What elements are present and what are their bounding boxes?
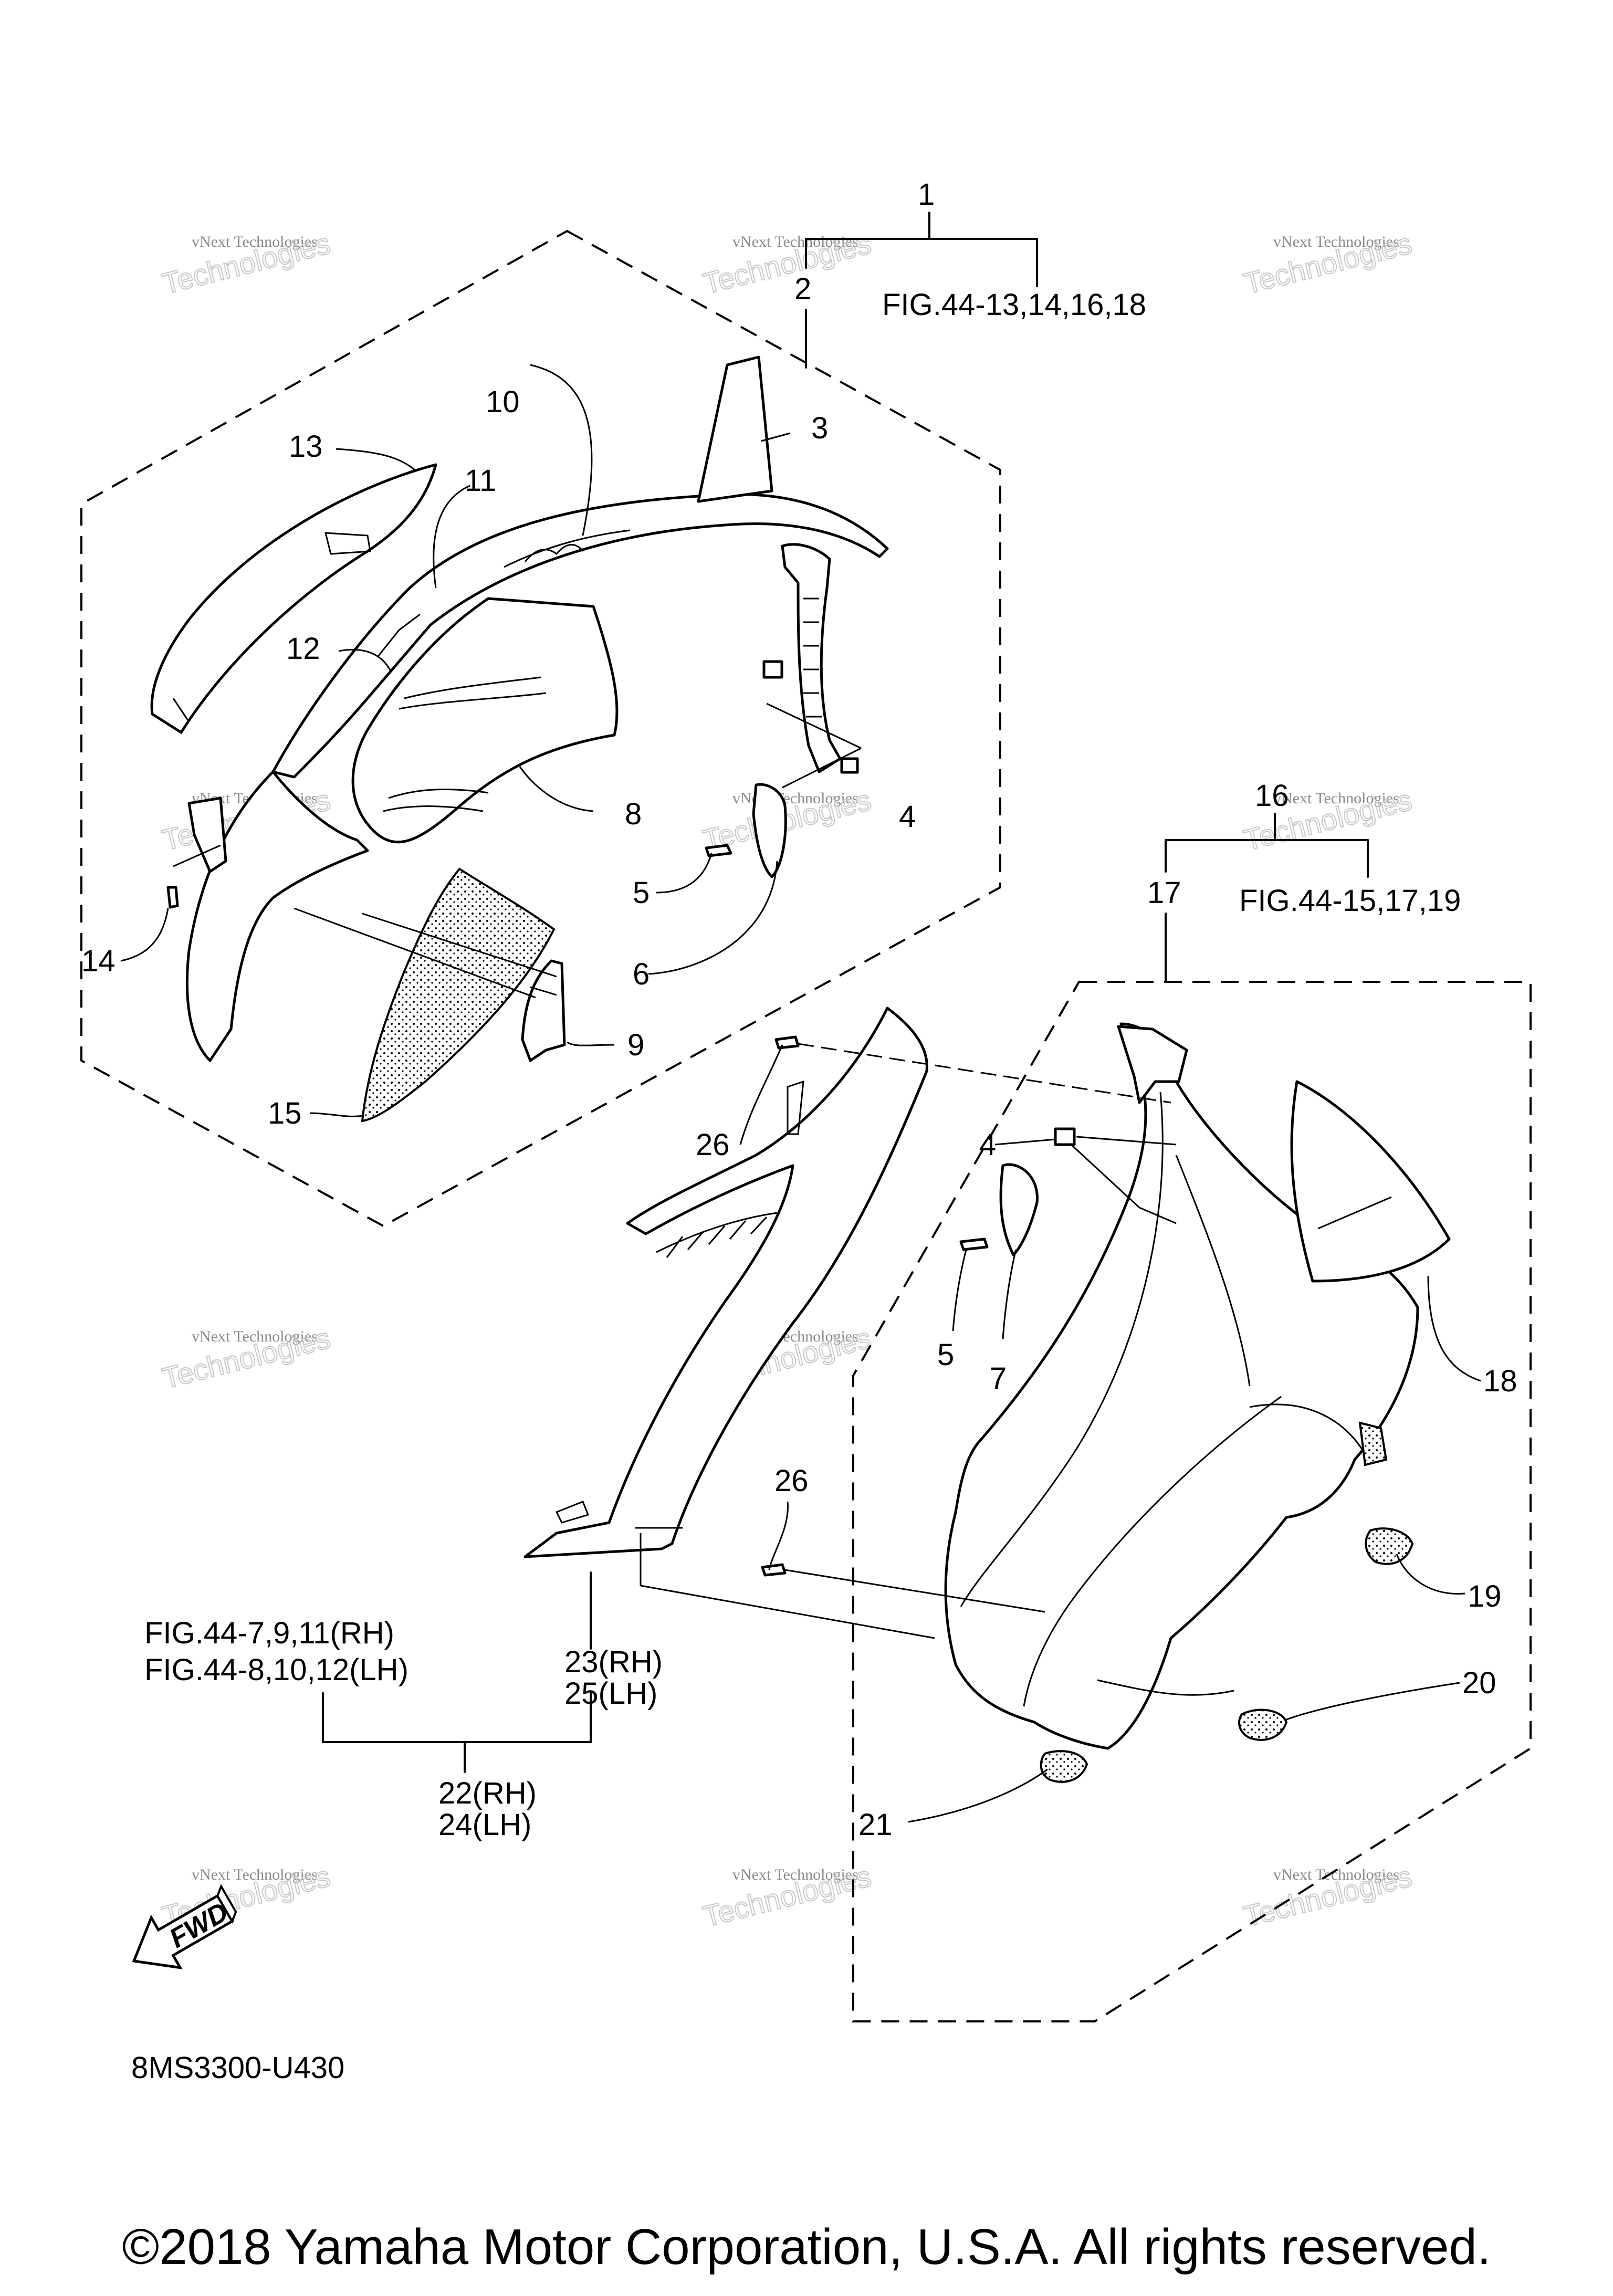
callout-5b: 5 (937, 1338, 954, 1372)
callout-16: 16 (1255, 779, 1289, 813)
callout-26b: 26 (774, 1464, 809, 1498)
fig-ref-upper: FIG.44-13,14,16,18 (882, 288, 1146, 322)
watermark: vNext Technologies Technologies (159, 1320, 334, 1395)
part-18-fin (1290, 1080, 1451, 1283)
watermark: vNext Technologies Technologies (699, 226, 875, 300)
callout-26a: 26 (696, 1128, 730, 1162)
svg-text:vNext Technologies: vNext Technologies (1273, 1866, 1399, 1883)
lower-bracket (1165, 813, 1369, 983)
part-23-side-cover (523, 1007, 928, 1558)
callout-20: 20 (1462, 1666, 1496, 1700)
callout-10: 10 (486, 385, 520, 419)
watermark: vNext Technologies Technologies (699, 1859, 875, 1933)
svg-text:vNext Technologies: vNext Technologies (732, 233, 858, 250)
part-7-cover (999, 1163, 1039, 1256)
callout-15: 15 (268, 1096, 302, 1130)
callout-8: 8 (625, 797, 642, 831)
leader-lines (120, 364, 1481, 1823)
part-5-screw (959, 1238, 989, 1251)
upper-bracket (805, 212, 1038, 369)
callout-18: 18 (1483, 1364, 1517, 1398)
svg-text:vNext Technologies: vNext Technologies (192, 1866, 318, 1883)
callout-11: 11 (465, 464, 496, 498)
callout-19: 19 (1468, 1579, 1502, 1613)
svg-text:vNext Technologies: vNext Technologies (192, 233, 318, 250)
callout-1: 1 (918, 177, 935, 212)
callout-7: 7 (990, 1361, 1007, 1396)
diagram-code: 8MS3300-U430 (131, 2051, 345, 2085)
part-14-screw (166, 886, 179, 909)
part-4-clip (1054, 1127, 1076, 1146)
callout-14: 14 (81, 944, 116, 978)
upper-cowling-assembly (150, 355, 889, 1123)
part-21-pad (1040, 1750, 1088, 1783)
part-26-bolt-lower (761, 1563, 787, 1577)
part-26-bolt-upper (774, 1035, 800, 1050)
part-12-lower-frame (185, 770, 369, 1062)
part-3-duct (697, 355, 773, 503)
svg-text:vNext Technologies: vNext Technologies (1273, 233, 1399, 250)
callout-12: 12 (286, 632, 320, 666)
callout-5a: 5 (633, 876, 650, 910)
callout-17: 17 (1147, 876, 1181, 910)
part-19-pad (1365, 1527, 1414, 1565)
upper-assembly-outline (80, 229, 1001, 1228)
part-10-upper-cowl (271, 492, 889, 779)
callout-4b: 4 (979, 1128, 996, 1162)
callout-6: 6 (633, 957, 650, 991)
watermark: vNext Technologies Technologies (159, 226, 334, 300)
copyright-notice: ©2018 Yamaha Motor Corporation, U.S.A. A… (122, 2219, 1491, 2275)
part-20-pad (1238, 1708, 1288, 1741)
lower-cowl-assembly (640, 1022, 1451, 1783)
side-cover-bracket (322, 1571, 592, 1773)
watermark: vNext Technologies Technologies (1240, 1859, 1416, 1933)
callout-25: 25(LH) (564, 1676, 657, 1711)
callout-22: 22(RH) (438, 1776, 537, 1810)
callout-24: 24(LH) (438, 1808, 531, 1842)
callout-2: 2 (794, 272, 811, 306)
callout-23: 23(RH) (564, 1645, 663, 1679)
part-9-plate (521, 959, 566, 1062)
callout-3: 3 (811, 411, 828, 445)
callout-13: 13 (289, 429, 323, 464)
fig-ref-lower: FIG.44-15,17,19 (1239, 884, 1461, 918)
lower-assembly-outline (852, 981, 1532, 2022)
svg-text:vNext Technologies: vNext Technologies (192, 1328, 318, 1345)
part-17-mount (1117, 1025, 1188, 1104)
part-4-clip (762, 660, 783, 679)
fig-ref-rh: FIG.44-7,9,11(RH) (144, 1616, 394, 1650)
callout-9: 9 (627, 1028, 644, 1062)
svg-text:vNext Technologies: vNext Technologies (1273, 790, 1399, 807)
fig-ref-lh: FIG.44-8,10,12(LH) (144, 1653, 409, 1687)
part-8-inner-panel (351, 597, 619, 844)
callout-4a: 4 (899, 800, 916, 834)
callout-21: 21 (858, 1808, 893, 1842)
svg-text:vNext Technologies: vNext Technologies (732, 1866, 858, 1883)
part-13-side-panel (150, 463, 437, 734)
part-right-stay (781, 543, 842, 773)
callout-labels: 1 2 3 10 11 13 12 8 4 5 6 9 15 14 16 17 … (81, 177, 1517, 1842)
part-15-duct-cover (361, 867, 556, 1123)
part-6-deflector (752, 783, 787, 878)
side-cover-assembly (523, 1007, 928, 1558)
watermark: vNext Technologies Technologies (1240, 226, 1416, 300)
part-4-clip (840, 757, 859, 774)
part-5-screw (705, 844, 732, 857)
